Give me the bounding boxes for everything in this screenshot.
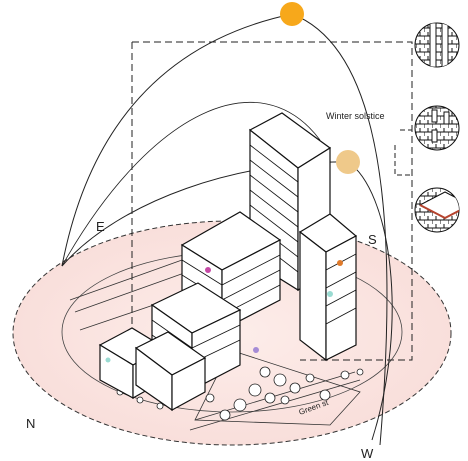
right-tower <box>298 213 358 362</box>
front-block <box>98 327 259 412</box>
inner-sun-path <box>61 102 321 267</box>
facade-detail-3-icon <box>414 187 460 233</box>
label-north: N <box>26 416 35 431</box>
winter-solstice-label: Winter solstice <box>326 111 385 121</box>
summer-sun-icon <box>280 2 304 26</box>
facade-detail-2-icon <box>414 105 460 151</box>
facade-detail-1-icon <box>414 22 460 68</box>
dashed-leader-1 <box>394 129 412 176</box>
label-south: S <box>368 232 377 247</box>
label-west: W <box>361 446 374 461</box>
dashed-frame <box>131 41 413 361</box>
winter-sun-icon <box>336 150 360 174</box>
label-east: E <box>96 219 105 234</box>
trees <box>116 366 364 421</box>
